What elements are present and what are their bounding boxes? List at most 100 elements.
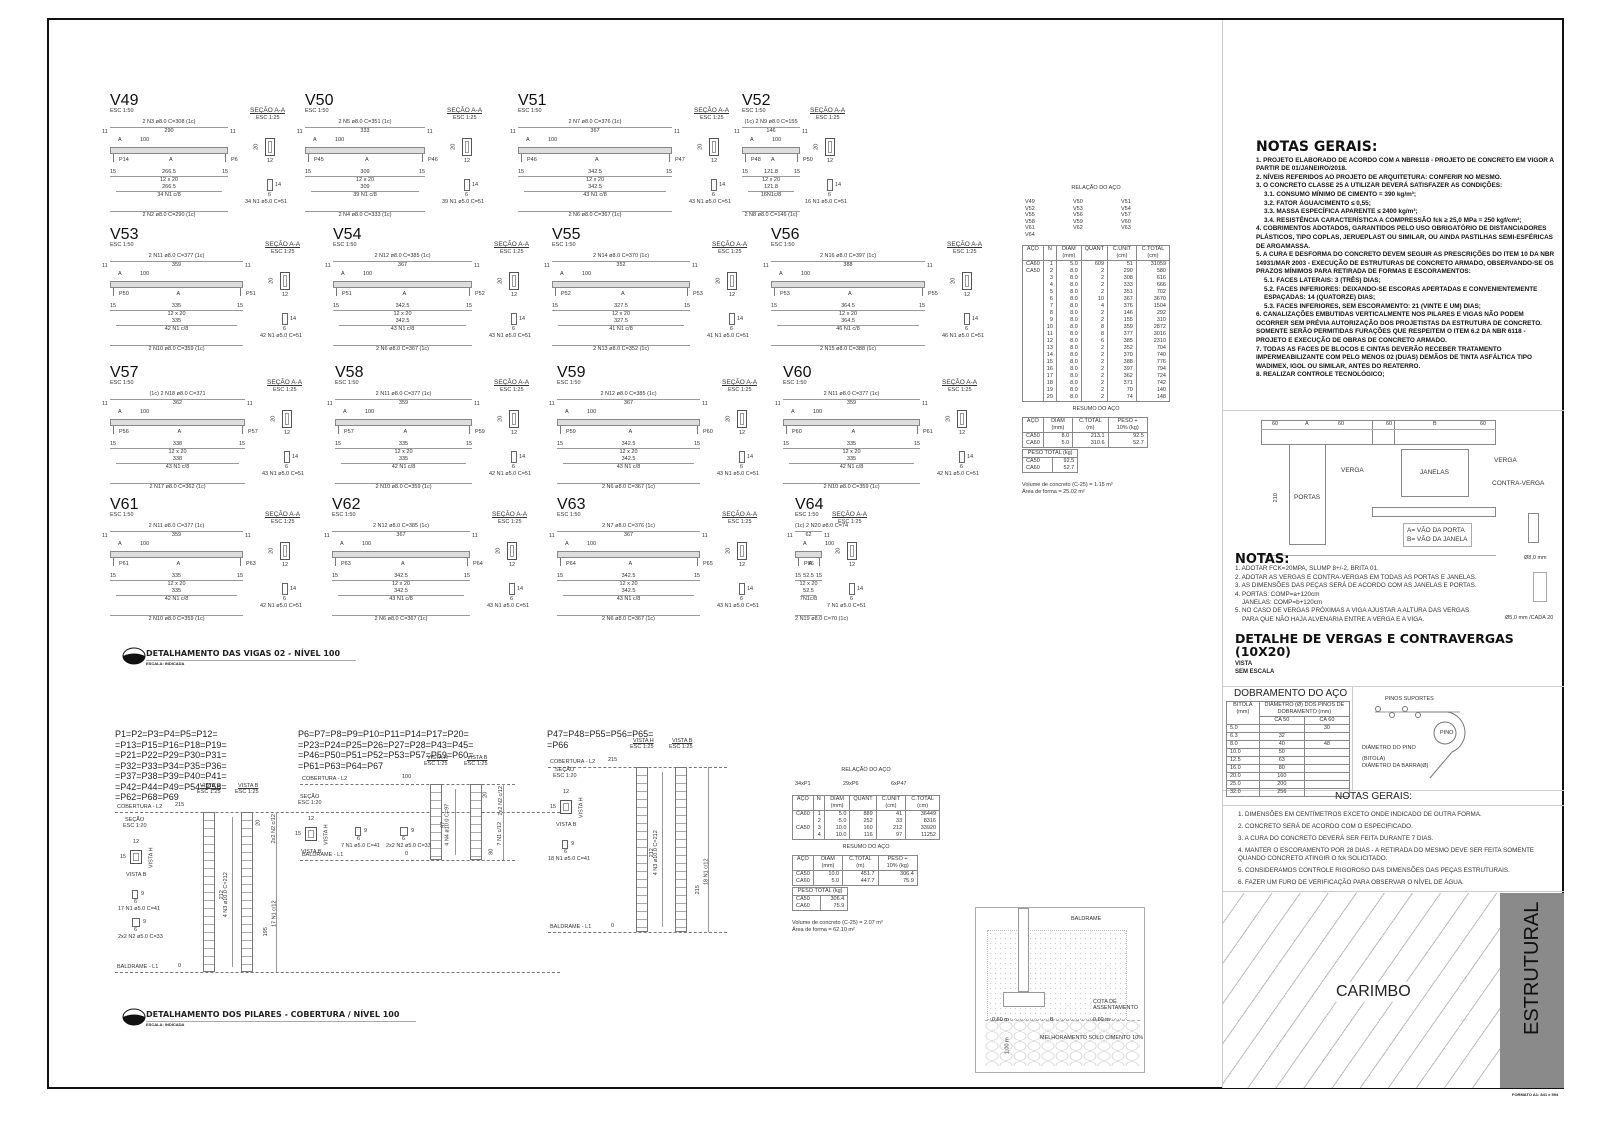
section-scale: ESC 1:20 [123,823,147,829]
column-header: PESO TOTAL (kg) [1021,449,1079,458]
dim-line [557,448,700,449]
shape-label: 2x2 N2 ø5.0 C=33 [386,843,431,849]
beam-id: V63 [557,496,586,513]
general-note: 5.2. FACES INFERIORES: DEIXANDO-SE ESCOR… [1264,285,1538,302]
span-length: 342.5 [588,169,602,175]
table-cell: 5.0 [823,810,851,818]
pillar-right: P63 [246,561,256,567]
beam-id: V64 [795,496,824,513]
bottom-bar-label: 2 N17 ø8.0 C=362 (1c) [149,484,206,490]
section-title: SEÇÃO A-A [810,107,846,114]
top-bar-label: 2 N3 ø8.0 C=308 (1c) [142,119,196,125]
beam-id: V53 [110,226,139,243]
section-shape [280,542,290,560]
table-cell [1303,772,1351,781]
bottom-level: 0 [405,851,409,857]
dim-line [795,615,822,616]
stirrup-height: 14 [275,182,282,188]
element-id: V55 [1025,212,1035,218]
table-cell: 6 [1080,338,1109,345]
support-left [521,154,522,162]
table-cell [1258,724,1305,733]
cut-mark: A [118,271,122,277]
section-dim: 12 x 20 [619,449,638,455]
pillar-ids: =P62=P68=P69 [115,792,179,802]
dim-line [563,595,694,596]
section-dim: 12 x 20 [167,581,186,587]
top-bar-label: 2 N16 ø8.0 C=397 (1c) [819,253,877,259]
dim-line [789,463,914,464]
element-id: V59 [1073,218,1083,225]
column-header: DIAM (mm) [823,794,851,811]
verga-label: VERGA [1341,467,1364,474]
element-id: V60 [1121,218,1131,225]
hook-left: 11 [549,533,555,539]
section-shape [737,410,747,428]
dim-line [305,176,425,177]
dim-line [503,784,504,860]
span-length: 121.8 [764,169,778,175]
hook-right: 11 [245,263,251,269]
pillar-right: P60 [703,429,713,435]
vista-h-scale: ESC 1:25 [424,761,448,767]
support-dim-right: 15 [919,303,926,309]
general-note: 5.1. FACES LATERAIS: 3 (TRÊS) DIAS; [1264,276,1381,284]
dim-line [563,463,694,464]
stirrup-width: 6 [402,836,406,842]
stirrup-shape [284,451,290,463]
table-cell: 8.0 [1055,324,1082,331]
support-dim-right: 15 [419,169,426,175]
support-right [797,154,798,162]
dim-line [338,595,464,596]
stirrup-shape [511,313,517,325]
table-cell: 74 [1107,394,1137,402]
column-header: N [1042,245,1057,261]
top-level: 100 [402,774,412,780]
stirrup-length: 195 [262,927,269,937]
section-width: 12 [284,430,291,436]
top-stirrups: 2x2 N2 c/12 [497,786,504,816]
table-cell: 8.0 [1055,373,1082,380]
general-note: 1. DIMENSÕES EM CENTÍMETROS EXCETO ONDE … [1238,811,1482,818]
verga-note: 1. ADOTAR FCK=20MPA, SLUMP 8+/-2, BRITA … [1235,565,1379,573]
dim-line [771,310,925,311]
element-id: V49 [1025,199,1035,205]
support-left [555,288,556,296]
section-scale: ESC 1:25 [948,387,972,393]
vista-h-mark: VISTA H [323,824,330,846]
table-cell: CA60 [792,810,814,818]
verga-scale-label: SEM ESCALA [1235,669,1275,675]
table-cell [1022,394,1044,402]
section-title: SEÇÃO A-A [712,241,748,248]
pillar-ids: =P23=P24=P25=P26=P27=P28=P43=P45= [298,739,474,750]
stirrup-shape [827,179,833,191]
top-length: 359 [846,400,857,406]
bar-length: 212 [648,847,655,857]
table-cell: 1 [1042,260,1057,268]
shape-label: 2x2 N2 ø5.0 C=33 [118,934,163,940]
element-id: 34xP1 [795,781,811,787]
cut-mark: A [565,409,569,415]
section-dim: 12 x 20 [168,449,187,455]
verga-view-label: VISTA [1235,661,1253,667]
pillar-right: P53 [693,291,703,297]
table-cell [792,831,814,840]
dim-line [110,483,245,484]
long-bar [232,817,233,967]
table-cell: 140 [1135,387,1171,394]
cut-mark: A [402,291,407,297]
section-title: SEÇÃO A-A [492,511,528,518]
cut-mark: A [851,429,856,435]
bottom-bar-label: 2 N6 ø8.0 C=367 (1c) [568,212,622,218]
dim-line [795,531,822,532]
support-right [697,426,698,434]
dim-line [708,767,709,932]
table-cell: 666 [1135,282,1171,289]
span-length: 335 [171,303,182,309]
support-left [335,558,336,566]
hook-right: 11 [472,533,478,539]
